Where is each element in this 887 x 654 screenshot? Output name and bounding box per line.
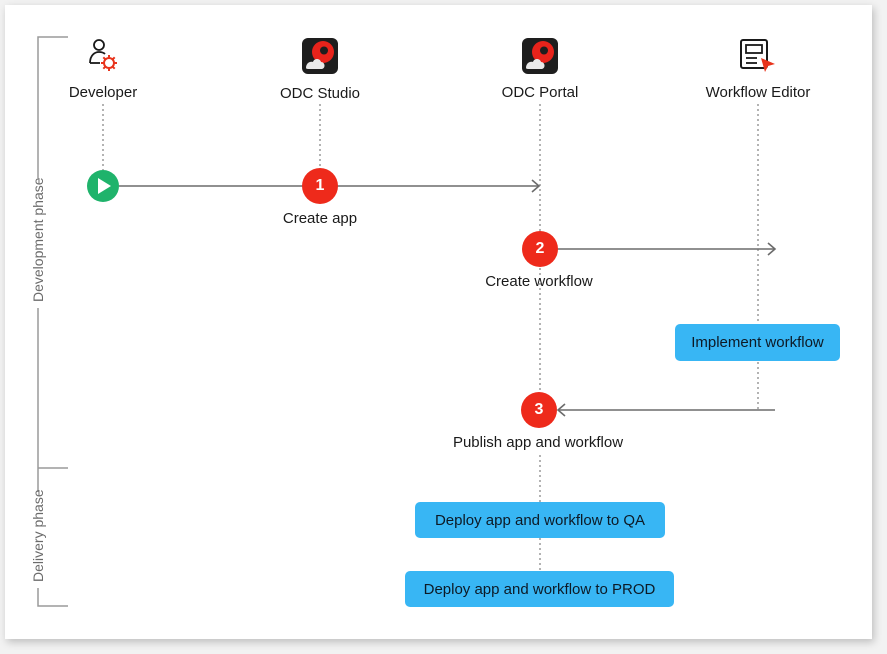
start-play-icon bbox=[87, 170, 119, 202]
arrowhead-create-app bbox=[531, 179, 541, 193]
phase-label-delivery: Delivery phase bbox=[30, 489, 46, 588]
actor-label-developer: Developer bbox=[68, 84, 138, 101]
phase-bracket bbox=[37, 36, 68, 607]
step-1-label: Create app bbox=[282, 210, 358, 227]
deploy-prod-box: Deploy app and workflow to PROD bbox=[405, 571, 674, 607]
step-1-badge: 1 bbox=[302, 168, 338, 204]
phase-label-development: Development phase bbox=[30, 177, 46, 308]
arrowhead-create-workflow bbox=[767, 242, 777, 256]
odc-studio-logo-icon bbox=[302, 38, 338, 79]
step-2-label: Create workflow bbox=[485, 273, 593, 290]
deploy-qa-box: Deploy app and workflow to QA bbox=[415, 502, 665, 538]
implement-workflow-box: Implement workflow bbox=[675, 324, 840, 361]
odc-portal-logo-icon bbox=[522, 38, 558, 79]
actor-label-odc-portal: ODC Portal bbox=[501, 84, 579, 101]
lifelines bbox=[102, 104, 759, 571]
actor-label-workflow-editor: Workflow Editor bbox=[705, 84, 811, 101]
step-3-badge: 3 bbox=[521, 392, 557, 428]
developer-gear-icon bbox=[86, 37, 120, 78]
actor-label-odc-studio: ODC Studio bbox=[279, 85, 361, 102]
arrowhead-publish bbox=[556, 403, 566, 417]
workflow-editor-icon bbox=[739, 38, 777, 79]
step-2-badge: 2 bbox=[522, 231, 558, 267]
step-3-label: Publish app and workflow bbox=[452, 434, 624, 451]
